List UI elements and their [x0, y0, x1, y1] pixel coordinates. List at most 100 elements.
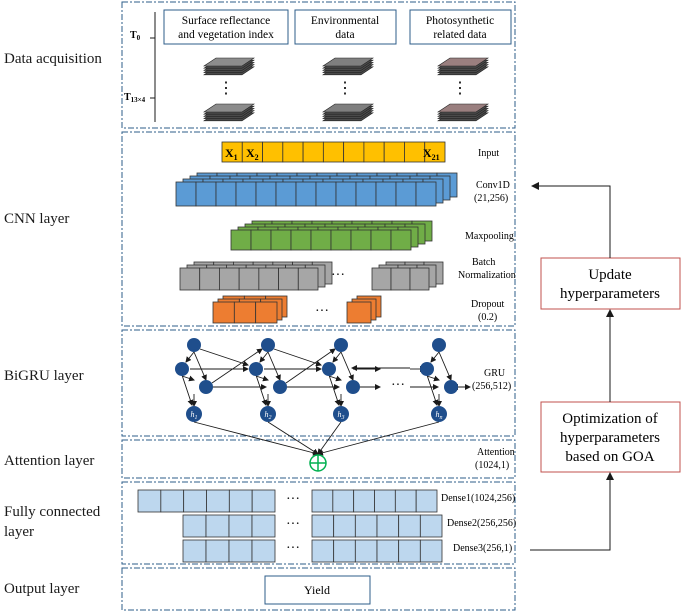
layer-label-output: Output layer — [4, 581, 80, 597]
yield-box — [264, 575, 371, 605]
gru-edge — [185, 351, 195, 363]
dense1-left-cell — [137, 489, 162, 513]
gru-node-top — [187, 338, 201, 352]
input-row — [221, 141, 446, 163]
dense1-right — [311, 489, 438, 513]
dense3-left-cell — [182, 539, 207, 563]
label-dropout-rate: (0.2) — [478, 312, 497, 323]
image-stacks — [203, 57, 489, 122]
source-box-environmental-line1: Environmental — [311, 15, 379, 27]
source-box-reflectance-line1: Surface reflectance — [182, 15, 270, 27]
dropout-block-right-layer — [346, 301, 372, 324]
label-normalization: Normalization — [458, 270, 516, 281]
gru-node-top — [261, 338, 275, 352]
dense-blocks — [137, 489, 443, 563]
dropout-block-left-layer-cell — [255, 301, 278, 324]
batchnorm-block-left-layer-cell — [258, 267, 279, 291]
label-dense1: Dense1(1024,256) — [441, 493, 515, 504]
label-attention-params: (1024,1) — [475, 460, 509, 471]
input-row-cell — [282, 141, 304, 163]
input-row-cell — [262, 141, 284, 163]
gru-edge-cross — [285, 348, 336, 384]
gru-hidden-node — [333, 406, 349, 422]
gru-edge-cross — [211, 348, 263, 384]
input-x1: X1 — [225, 146, 238, 162]
dense1-right-cell — [374, 489, 396, 513]
label-gru: GRU — [484, 368, 506, 379]
bigru-section: ··· GRU (256,512) h1 h2 h3 hn — [175, 338, 511, 456]
dense2-left-cell — [228, 514, 253, 538]
batchnorm-block-right-layer-cell — [390, 267, 411, 291]
gru-edge — [426, 374, 439, 406]
image-stack-bottom — [322, 103, 374, 122]
dense3-left-cell — [251, 539, 276, 563]
image-stack-top-sheet — [437, 57, 489, 67]
frame-cnn — [121, 131, 516, 327]
input-row-cell — [302, 141, 324, 163]
gru-edge — [259, 351, 269, 363]
layer-label-bigru: BiGRU layer — [4, 368, 84, 384]
frame-dense — [121, 481, 516, 565]
dense3-ellipsis: ··· — [286, 541, 300, 556]
dropout-block-left-layer-cell — [233, 301, 257, 324]
conv1d-block-layer-cell — [395, 181, 417, 207]
gru-edge — [438, 351, 452, 381]
gru-graph — [175, 338, 470, 456]
label-conv1d-params: (21,256) — [474, 193, 508, 204]
gru-node-mid — [420, 362, 434, 376]
input-row-cell — [322, 141, 345, 163]
gru-edge — [340, 351, 354, 381]
dense2-ellipsis: ··· — [286, 517, 300, 532]
hidden-to-attention-edge — [267, 421, 319, 455]
dense3-left-cell — [228, 539, 253, 563]
input-row-cell — [343, 141, 365, 163]
label-batch: Batch — [472, 257, 495, 268]
gru-node-top — [432, 338, 446, 352]
maxpool-block-layer-cell — [330, 229, 352, 251]
dense1-right-cell — [394, 489, 417, 513]
dense1-left-cell — [160, 489, 185, 513]
input-row-cell — [404, 141, 426, 163]
dropout-block-left-layer — [212, 301, 278, 324]
layer-label-cnn: CNN layer — [4, 211, 70, 227]
maxpool-block-layer-cell — [250, 229, 272, 251]
cnn-section: X1 X2 X21 Input Conv1D (21,256) Maxpooli… — [175, 141, 516, 324]
conv1d-block-layer-cell — [235, 181, 257, 207]
update-label-1: Update — [588, 267, 632, 283]
conv1d-block-layer-cell — [355, 181, 377, 207]
dense1-left — [137, 489, 276, 513]
dense3-right — [311, 539, 443, 563]
dropout-block-left-layer-cell — [212, 301, 235, 324]
output-section: Yield — [264, 575, 371, 605]
dense2-right-cell — [311, 514, 335, 538]
input-x2: X2 — [246, 146, 259, 162]
dense2-right-cell — [376, 514, 400, 538]
layer-label-fully-connected-2: layer — [4, 524, 34, 540]
label-conv1d: Conv1D — [476, 180, 510, 191]
batchnorm-block-left-layer-cell — [219, 267, 240, 291]
source-box-reflectance — [163, 9, 289, 45]
dense1-left-cell — [206, 489, 230, 513]
batchnorm-block-right-layer-cell — [409, 267, 430, 291]
label-maxpooling: Maxpooling — [465, 231, 514, 242]
input-x21: X21 — [423, 146, 440, 162]
dense1-ellipsis: ··· — [286, 492, 300, 507]
dense3-right-cell — [354, 539, 378, 563]
batchnorm-block-left-layer — [179, 267, 319, 291]
maxpool-block-layer — [230, 229, 412, 251]
image-stack-top-sheet — [203, 57, 255, 67]
hidden-to-attention-edge — [317, 421, 342, 455]
gru-node-bottom — [273, 380, 287, 394]
source-box-photosynthetic-line1: Photosynthetic — [426, 15, 494, 27]
maxpool-block-layer-cell — [270, 229, 292, 251]
dense2-right — [311, 514, 443, 538]
image-stack-bottom — [203, 103, 255, 122]
conv1d-block-layer-cell — [175, 181, 197, 207]
batchnorm-block-left-layer-cell — [199, 267, 220, 291]
input-row-cell — [424, 141, 446, 163]
batchnorm-block-left-layer-cell — [238, 267, 260, 291]
maxpool-block-layer-cell — [350, 229, 372, 251]
gru-edge — [267, 351, 281, 381]
image-stack-top-sheet — [322, 57, 374, 67]
gru-edge — [328, 375, 342, 382]
